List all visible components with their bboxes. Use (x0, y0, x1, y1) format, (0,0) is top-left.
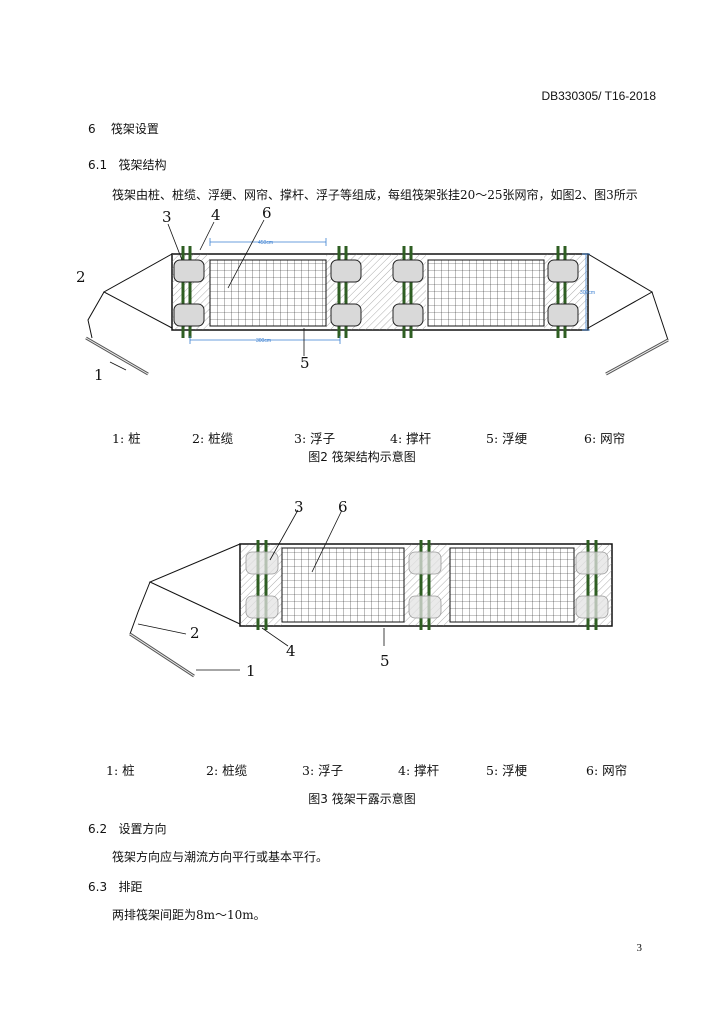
fig3-legend-1: 1: 桩 (106, 763, 135, 778)
net-right (427, 259, 545, 327)
callout-5: 5 (300, 354, 310, 372)
section-6-2-text: 筏架方向应与潮流方向平行或基本平行。 (112, 850, 329, 864)
section-6-1-text: 筏架由桩、桩缆、浮绠、网帘、撑杆、浮子等组成，每组筏架张挂20～25张网帘，如图… (112, 188, 638, 202)
fig3-caption: 图3 筏架干露示意图 (308, 792, 416, 806)
fig3-legend-5: 5: 浮梗 (486, 763, 528, 778)
section-6-2-heading: 6.2 设置方向 (88, 820, 167, 837)
document-id: DB330305/ T16-2018 (541, 89, 656, 103)
fig3-legend-4: 4: 撑杆 (398, 763, 440, 778)
callout-2: 2 (76, 268, 86, 286)
fig2-legend-2: 2: 桩缆 (192, 431, 234, 446)
net-left (209, 259, 327, 327)
fig3-legend-3: 3: 浮子 (302, 763, 344, 778)
section-number: 6.3 (88, 880, 108, 894)
fig2-legend-6: 6: 网帘 (584, 431, 626, 446)
section-6-1-heading: 6.1 筏架结构 (88, 156, 167, 173)
callout-4: 4 (286, 642, 296, 660)
page-number: 3 (636, 942, 643, 954)
fig3-net-left (281, 547, 405, 623)
callout-3: 3 (294, 498, 304, 516)
section-title: 筏架设置 (110, 122, 159, 136)
section-number: 6.1 (88, 158, 108, 172)
fig2-legend-5: 5: 浮绠 (486, 431, 528, 446)
section-number: 6.2 (88, 822, 108, 836)
dim-450: 450cm (258, 240, 273, 246)
fig3-legend-2: 2: 桩缆 (206, 763, 248, 778)
callout-1: 1 (94, 366, 104, 384)
fig3-legend-6: 6: 网帘 (586, 763, 628, 778)
callout-5: 5 (380, 652, 390, 670)
fig3-net-right (449, 547, 575, 623)
figure-2-diagram: 450cm 300cm 300cm 3 4 6 2 5 1 (76, 204, 669, 384)
dim-300-bottom: 300cm (256, 338, 271, 344)
left-cable (102, 253, 173, 329)
section-6-3-text: 两排筏架间距为8m～10m。 (112, 908, 266, 922)
callout-1: 1 (246, 662, 256, 680)
section-title: 筏架结构 (118, 158, 167, 172)
callout-6: 6 (262, 204, 272, 222)
dim-300-right: 300cm (580, 290, 595, 296)
section-number: 6 (88, 122, 96, 136)
fig2-legend-3: 3: 浮子 (294, 431, 336, 446)
callout-4: 4 (211, 206, 221, 224)
fig2-legend-4: 4: 撑杆 (390, 431, 432, 446)
section-6-3-heading: 6.3 排距 (88, 878, 143, 895)
section-6-heading: 6 筏架设置 (88, 120, 159, 137)
callout-3: 3 (162, 208, 172, 226)
section-title: 设置方向 (118, 822, 167, 836)
callout-2: 2 (190, 624, 200, 642)
figure-3-diagram: 3 6 2 4 5 1 (129, 498, 613, 680)
section-title: 排距 (118, 880, 143, 894)
right-cable (587, 253, 653, 329)
fig2-caption: 图2 筏架结构示意图 (308, 450, 416, 464)
fig2-legend-1: 1: 桩 (112, 431, 141, 446)
callout-6: 6 (338, 498, 348, 516)
